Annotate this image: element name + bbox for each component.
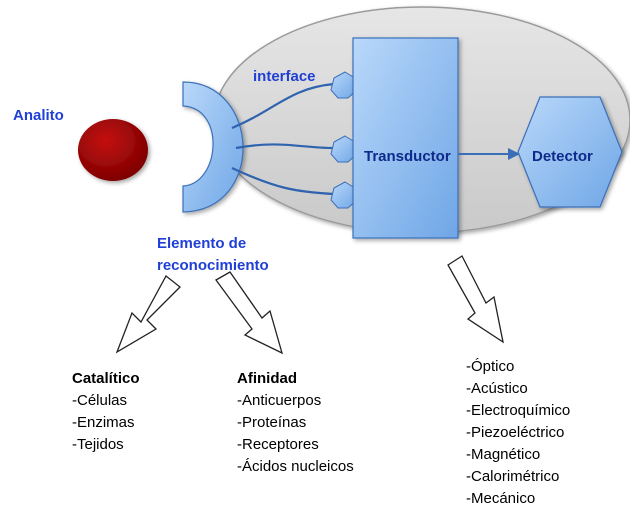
affinity-item: -Receptores bbox=[237, 436, 319, 453]
arrow-to-catalitico bbox=[115, 275, 181, 354]
affinity-title: Afinidad bbox=[237, 370, 297, 387]
arrow-to-transducer-types bbox=[447, 255, 504, 344]
recognition-element-cup bbox=[182, 81, 244, 213]
transducer-types-group: -Óptico -Acústico -Electroquímico -Piezo… bbox=[466, 356, 570, 510]
transducer-type-item: -Óptico bbox=[466, 358, 515, 375]
catalytic-group: Catalítico -Células -Enzimas -Tejidos bbox=[72, 368, 140, 456]
arrow-to-afinidad bbox=[215, 271, 284, 355]
transducer-type-item: -Mecánico bbox=[466, 490, 536, 507]
catalytic-item: -Tejidos bbox=[72, 436, 124, 453]
interface-connectors bbox=[231, 82, 335, 196]
affinity-item: -Ácidos nucleicos bbox=[237, 458, 354, 475]
transducer-type-item: -Magnético bbox=[466, 446, 541, 463]
transducer-to-detector-arrow bbox=[458, 148, 520, 160]
transducer-block bbox=[352, 37, 459, 239]
detector-label: Detector bbox=[532, 148, 593, 165]
transducer-type-item: -Calorimétrico bbox=[466, 468, 560, 485]
interface-label: interface bbox=[253, 68, 316, 85]
affinity-group: Afinidad -Anticuerpos -Proteínas -Recept… bbox=[237, 368, 354, 478]
transducer-type-item: -Electroquímico bbox=[466, 402, 571, 419]
affinity-item: -Proteínas bbox=[237, 414, 307, 431]
transducer-label: Transductor bbox=[364, 148, 451, 165]
catalytic-title: Catalítico bbox=[72, 370, 140, 387]
recognition-element-label-line2: reconocimiento bbox=[157, 257, 269, 274]
analyte-label: Analito bbox=[13, 107, 64, 124]
affinity-item: -Anticuerpos bbox=[237, 392, 322, 409]
transducer-type-item: -Piezoeléctrico bbox=[466, 424, 565, 441]
catalytic-item: -Enzimas bbox=[72, 414, 135, 431]
recognition-element-label-line1: Elemento de bbox=[157, 235, 247, 252]
detector-hexagon bbox=[517, 96, 623, 208]
analyte-sphere bbox=[78, 119, 148, 181]
catalytic-item: -Células bbox=[72, 392, 128, 409]
transducer-type-item: -Acústico bbox=[466, 380, 528, 397]
